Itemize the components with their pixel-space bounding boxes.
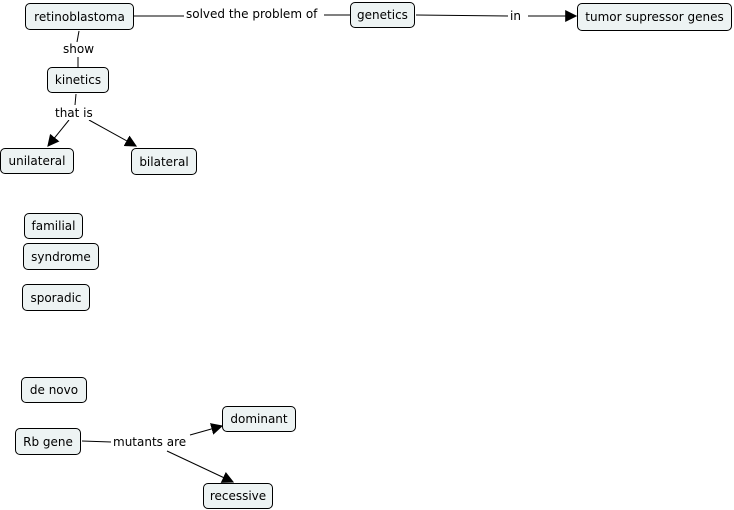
node-genetics[interactable]: genetics [350,2,415,28]
node-bilateral[interactable]: bilateral [131,148,197,175]
link-label-show: show [61,42,97,56]
link-label-that-is: that is [53,106,95,120]
link-label-in: in [508,9,523,23]
arrow-that-is-to-unilateral [47,119,70,147]
node-de-novo[interactable]: de novo [21,377,87,403]
node-rb-gene[interactable]: Rb gene [15,428,81,455]
node-retinoblastoma[interactable]: retinoblastoma [25,3,134,30]
arrow-mutants-to-dominant [189,423,224,436]
node-unilateral[interactable]: unilateral [0,148,74,174]
line-kinetics-to-that-is [74,93,77,106]
node-recessive[interactable]: recessive [203,483,273,509]
line-rb-gene-to-mutants [81,440,112,443]
line-retinoblastoma-to-show [76,30,80,43]
node-tumor-suppressor-genes[interactable]: tumor supressor genes [577,3,732,31]
arrow-mutants-to-recessive [166,450,235,483]
node-kinetics[interactable]: kinetics [47,67,109,93]
link-label-solved-the-problem-of: solved the problem of [184,7,320,21]
node-syndrome[interactable]: syndrome [23,243,99,270]
node-familial[interactable]: familial [24,213,83,239]
node-dominant[interactable]: dominant [222,406,296,432]
line-genetics-to-in [415,14,509,17]
link-label-mutants-are: mutants are [111,435,189,449]
node-sporadic[interactable]: sporadic [22,284,90,311]
arrow-that-is-to-bilateral [88,119,138,147]
